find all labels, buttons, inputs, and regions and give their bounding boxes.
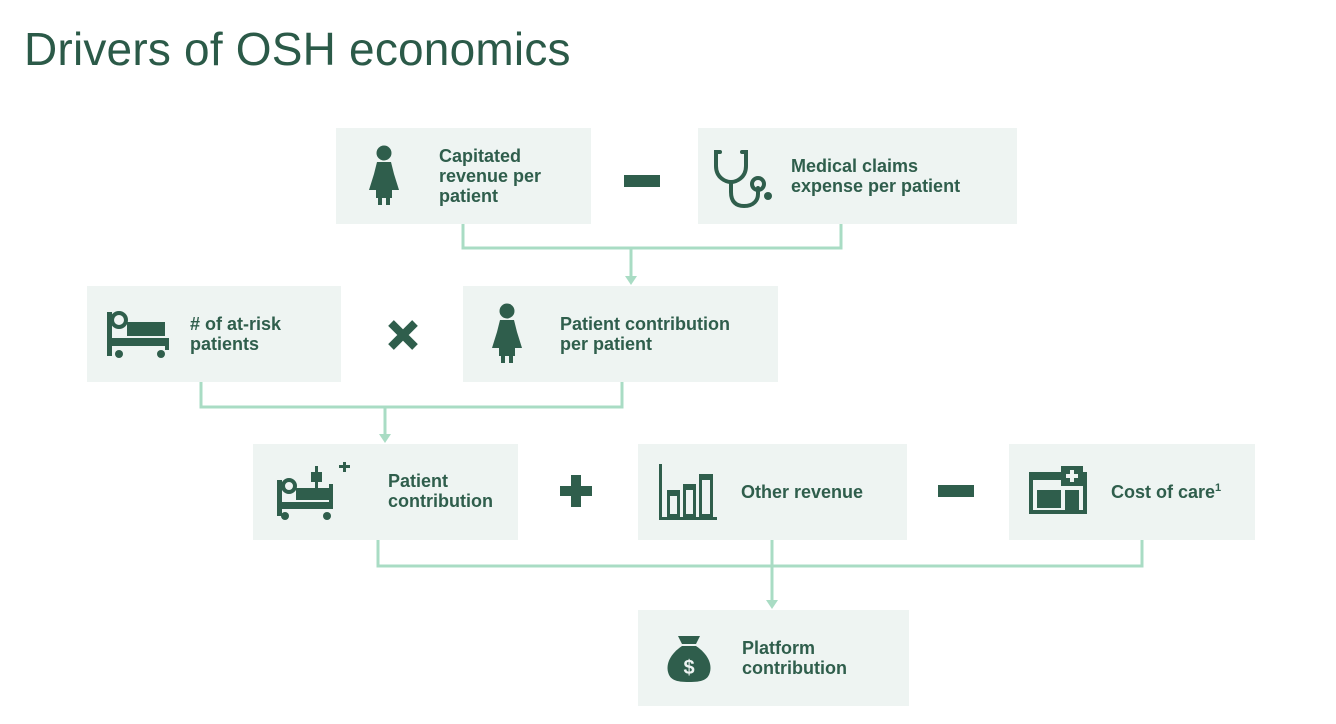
stethoscope-icon: [714, 150, 772, 209]
patient-contribution-per-patient-label: Patient contribution per patient: [560, 314, 730, 354]
cost-of-care-label: Cost of care1: [1111, 482, 1221, 502]
platform-contribution-box: $ Platform contribution: [638, 610, 909, 706]
hospital-bed-iv-icon: [277, 462, 350, 520]
patient-contribution-per-patient-box: Patient contribution per patient: [463, 286, 778, 382]
medical-claims-label: Medical claims expense per patient: [791, 156, 961, 196]
other-revenue-box: Other revenue: [638, 444, 907, 540]
bar-chart-icon: [659, 464, 717, 520]
plus-operator: [560, 475, 592, 507]
hospital-bed-icon: [107, 311, 169, 358]
other-revenue-label: Other revenue: [741, 482, 864, 502]
woman-icon: [492, 303, 522, 363]
minus-operator: [624, 175, 660, 187]
at-risk-patients-label: # of at-risk patients: [190, 314, 282, 354]
medical-claims-box: Medical claims expense per patient: [698, 128, 1017, 224]
clinic-icon: [1029, 466, 1087, 514]
capitated-revenue-box: Capitated revenue per patient: [336, 128, 591, 224]
multiply-operator: [388, 320, 418, 350]
patient-contribution-box: Patient contribution: [253, 444, 518, 540]
patient-contribution-label: Patient contribution: [388, 471, 493, 511]
capitated-revenue-label: Capitated revenue per patient: [439, 146, 542, 206]
woman-icon: [369, 145, 399, 205]
cost-of-care-text: Cost of care: [1111, 482, 1216, 502]
cost-of-care-box: Cost of care1: [1009, 444, 1255, 540]
money-bag-icon: $: [667, 636, 711, 682]
platform-contribution-label: Platform contribution: [742, 638, 847, 678]
at-risk-patients-box: # of at-risk patients: [87, 286, 341, 382]
page-title: Drivers of OSH economics: [24, 23, 571, 75]
svg-text:$: $: [683, 657, 694, 679]
minus-operator: [938, 485, 974, 497]
footnote-marker: 1: [1215, 482, 1222, 494]
